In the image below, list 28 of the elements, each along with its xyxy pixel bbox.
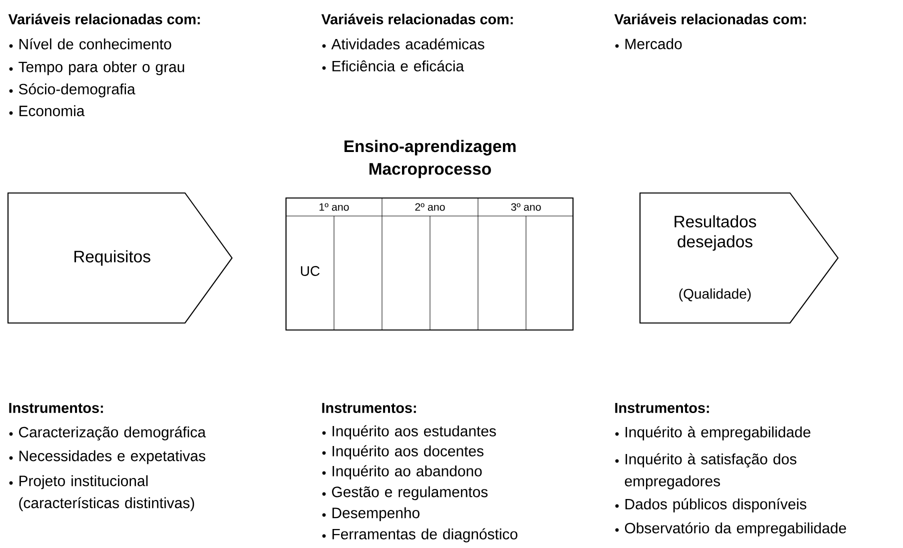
bullet-item: Caracterização demográfica: [9, 426, 206, 440]
heading: Variáveis relacionadas com:: [321, 14, 513, 24]
bullet-item: Projeto institucional (características distintivas): [9, 475, 194, 512]
process-table: Ensino-aprendizagem Macroprocesso 1º ano 2º ano 3º ano UC: [285, 140, 574, 331]
bullet-item: Tempo para obter o grau: [9, 61, 184, 76]
bullet-item: Observatório da empregabilidade: [615, 522, 846, 536]
heading: Instrumentos:: [615, 402, 709, 414]
bullet-item: Inquérito ao abandono: [322, 465, 482, 480]
heading: Variáveis relacionadas com:: [8, 14, 200, 24]
heading: Instrumentos:: [322, 402, 416, 414]
bullet-item: Ferramentas de diagnóstico: [322, 528, 518, 542]
bullet-item: Inquérito à empregabilidade: [615, 426, 810, 440]
bullet-item: Desempenho: [322, 507, 420, 522]
bullet-item: Inquérito à satisfação dos empregadores: [615, 453, 796, 490]
bullet-item: Atividades académicas: [322, 38, 484, 50]
bullet-item: Necessidades e expetativas: [9, 450, 206, 464]
bullet-item: Gestão e regulamentos: [322, 486, 488, 500]
bullet-item: Mercado: [615, 38, 682, 50]
node-label: Ensino-aprendizagem Macroprocesso: [344, 140, 516, 178]
bullet-item: Dados públicos disponíveis: [615, 498, 806, 512]
heading: Instrumentos:: [9, 402, 103, 414]
bullet-item: Nível de conhecimento: [9, 38, 172, 50]
bullet-item: Economia: [9, 105, 85, 116]
bullet-item: Eficiência e eficácia: [322, 60, 464, 72]
bullet-item: Sócio-demografia: [9, 83, 136, 98]
bullet-item: Inquérito aos estudantes: [322, 425, 496, 440]
bullet-item: Inquérito aos docentes: [322, 445, 484, 460]
heading: Variáveis relacionadas com:: [614, 14, 806, 24]
